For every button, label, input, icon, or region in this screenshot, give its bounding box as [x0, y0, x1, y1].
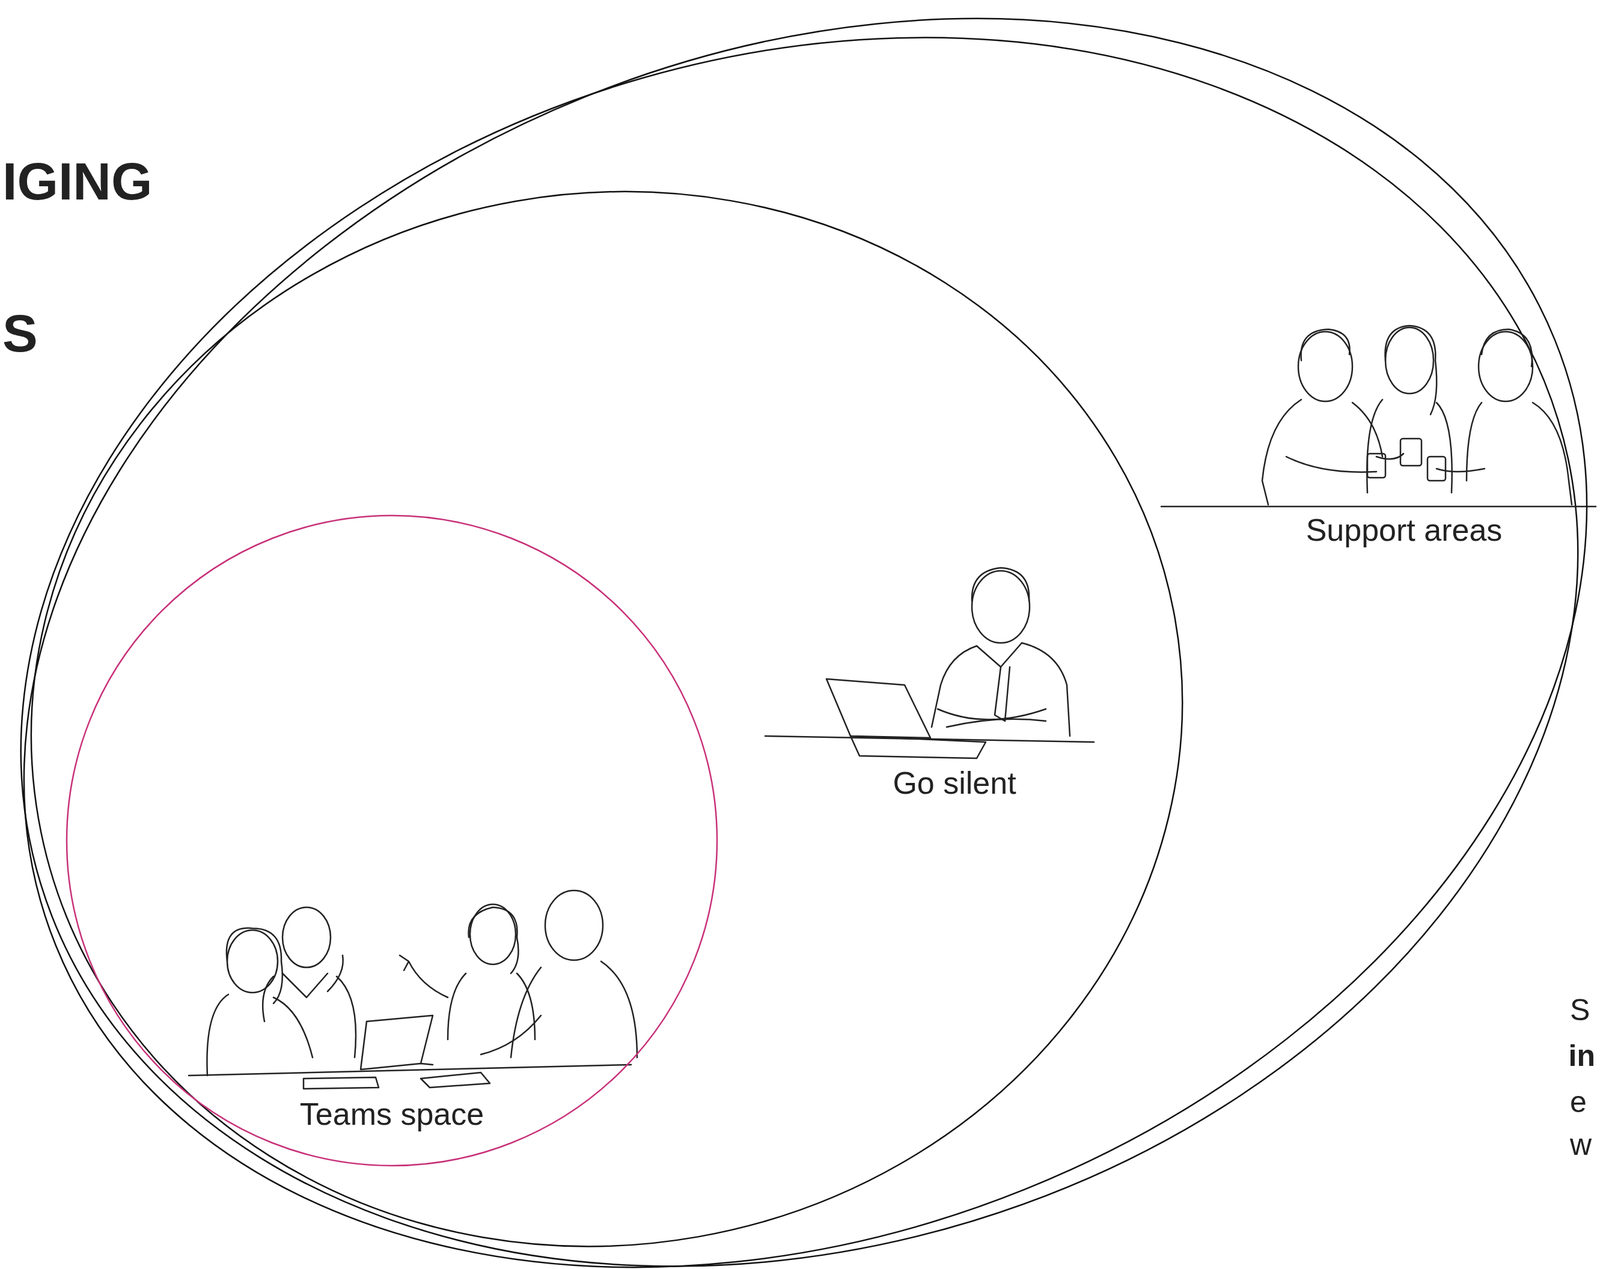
line-drawing: [1481, 329, 1533, 367]
inner-circle-outline: [66, 515, 718, 1167]
line-drawing: [282, 907, 331, 968]
line-drawing: [545, 890, 603, 961]
inner-circle-shape: [66, 515, 718, 1167]
node-label: Go silent: [888, 764, 1020, 804]
line-drawing: [468, 907, 519, 974]
line-drawing: [226, 928, 283, 1004]
teams-illustration: [188, 890, 638, 1090]
line-drawing: [1161, 506, 1596, 508]
middle-ellipse-outline: [31, 191, 1183, 1247]
line-drawing: [327, 955, 344, 992]
title-fragment: IGING: [2, 152, 153, 211]
line-drawing: [1385, 325, 1438, 415]
node-label: Teams space: [296, 1095, 488, 1135]
node-label: Support areas: [1302, 511, 1507, 550]
line-drawing: [206, 994, 313, 1076]
support-illustration: [1161, 325, 1596, 507]
inner-circle: Teams space: [66, 515, 718, 1167]
line-drawing: [227, 930, 278, 993]
line-drawing: [931, 643, 1070, 737]
line-drawing: [420, 1072, 490, 1088]
note-fragment: w: [1569, 1128, 1592, 1162]
line-drawing: [360, 1015, 433, 1070]
line-drawing: [850, 736, 986, 759]
line-drawing: [976, 643, 1022, 668]
line-drawing: [1262, 399, 1383, 505]
line-drawing: [303, 1077, 379, 1090]
line-drawing: [510, 961, 638, 1058]
line-drawing: [994, 667, 1010, 722]
line-drawing: [262, 976, 356, 1058]
line-drawing: [447, 973, 535, 1040]
line-drawing: [1385, 327, 1434, 394]
line-drawing: [1366, 399, 1452, 493]
line-drawing: [1400, 438, 1422, 466]
line-drawing: [826, 679, 931, 739]
line-drawing: [282, 973, 328, 998]
outer-ellipse: Support areas Go silentTeams space: [24, 18, 1587, 1268]
middle-ellipse-shape: [0, 101, 1267, 1269]
note-fragment: e: [1569, 1086, 1587, 1120]
title-fragment: S: [2, 304, 38, 364]
line-drawing: [1286, 456, 1377, 473]
line-drawing: [971, 570, 1030, 644]
line-drawing: [399, 955, 448, 998]
silent-illustration: [765, 567, 1094, 759]
line-drawing: [1367, 453, 1386, 478]
line-drawing: [1478, 331, 1533, 402]
line-drawing: [1376, 453, 1404, 460]
line-drawing: [971, 567, 1030, 602]
note-fragment: in: [1568, 1039, 1596, 1073]
line-drawing: [1298, 331, 1353, 402]
note-fragment: S: [1569, 994, 1590, 1028]
line-drawing: [1436, 468, 1485, 472]
outer-ellipse-outline: [24, 18, 1587, 1268]
line-drawing: [1466, 402, 1572, 505]
middle-ellipse: Go silentTeams space: [31, 191, 1183, 1247]
line-drawing: [1301, 329, 1350, 361]
line-drawing: [480, 1015, 541, 1055]
line-drawing: [188, 1065, 632, 1076]
line-drawing: [937, 709, 1046, 728]
